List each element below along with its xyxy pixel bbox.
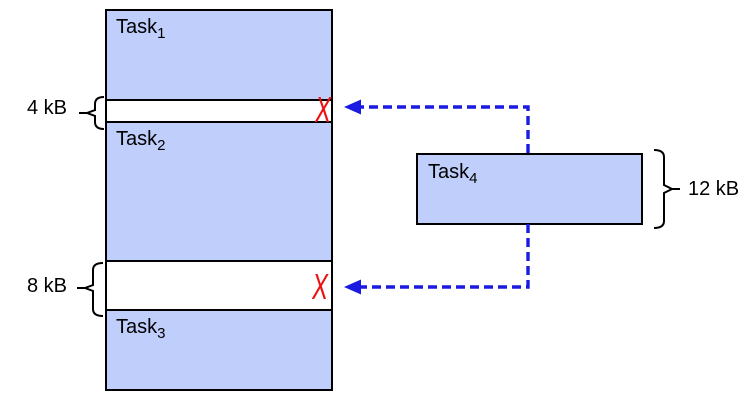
task2-block: Task2 bbox=[107, 121, 331, 262]
dashed-arrow-to-gap2 bbox=[360, 224, 530, 289]
task3-label-subscript: 3 bbox=[157, 325, 166, 342]
brace-4kb bbox=[79, 96, 105, 130]
task3-label: Task3 bbox=[107, 311, 166, 342]
task2-label-base: Task bbox=[116, 128, 158, 150]
dashed-arrow-to-gap1 bbox=[360, 105, 530, 153]
arrowhead-gap2-icon bbox=[344, 279, 361, 295]
brace-8kb bbox=[77, 262, 104, 317]
task1-label-base: Task bbox=[116, 16, 158, 38]
task2-label: Task2 bbox=[107, 123, 166, 154]
brace-12kb bbox=[653, 149, 680, 229]
reject-x-mark-gap1: X bbox=[315, 89, 331, 130]
task4-label-base: Task bbox=[428, 161, 470, 183]
free-gap-8kb bbox=[107, 262, 331, 309]
task3-block: Task3 bbox=[107, 309, 331, 389]
task2-label-subscript: 2 bbox=[157, 137, 166, 154]
memory-column: Task1 Task2 Task3 bbox=[105, 9, 333, 391]
gap2-size-label: 8 kB bbox=[26, 275, 67, 297]
reject-x-mark-gap2: X bbox=[312, 266, 328, 307]
task4-label: Task4 bbox=[418, 155, 478, 187]
arrowhead-gap1-icon bbox=[344, 99, 361, 115]
task1-label: Task1 bbox=[107, 11, 166, 42]
free-gap-4kb bbox=[107, 101, 331, 121]
task4-label-subscript: 4 bbox=[469, 170, 478, 187]
task4-block: Task4 bbox=[416, 153, 643, 225]
task3-label-base: Task bbox=[116, 316, 158, 338]
gap1-size-label: 4 kB bbox=[26, 97, 67, 119]
task1-label-subscript: 1 bbox=[157, 25, 166, 42]
task1-block: Task1 bbox=[107, 11, 331, 101]
task4-size-label: 12 kB bbox=[688, 178, 740, 200]
